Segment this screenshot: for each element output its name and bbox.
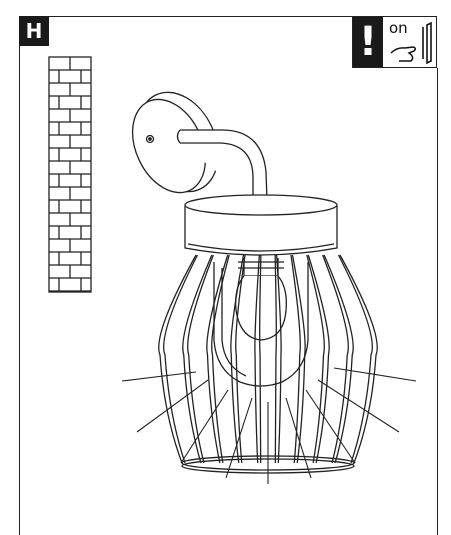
glass-shade <box>213 262 309 387</box>
exclamation-icon: ! <box>353 17 383 67</box>
frame-right-border <box>437 68 438 535</box>
power-warning-box: ! on <box>352 16 437 68</box>
wire-pointer-lines <box>121 367 417 484</box>
lamp-cap <box>184 194 338 256</box>
hand-switch-icon <box>390 21 432 65</box>
frame-top-border <box>49 16 352 17</box>
brick-wall-icon <box>48 56 92 293</box>
step-badge: H <box>19 16 49 46</box>
wall-mount-plate <box>131 91 219 194</box>
wire-cage <box>158 254 378 464</box>
exclamation-mark: ! <box>358 19 378 65</box>
lamp-arm <box>176 129 268 201</box>
frame-left-border <box>19 46 20 535</box>
switch-on-label: on <box>389 19 408 37</box>
